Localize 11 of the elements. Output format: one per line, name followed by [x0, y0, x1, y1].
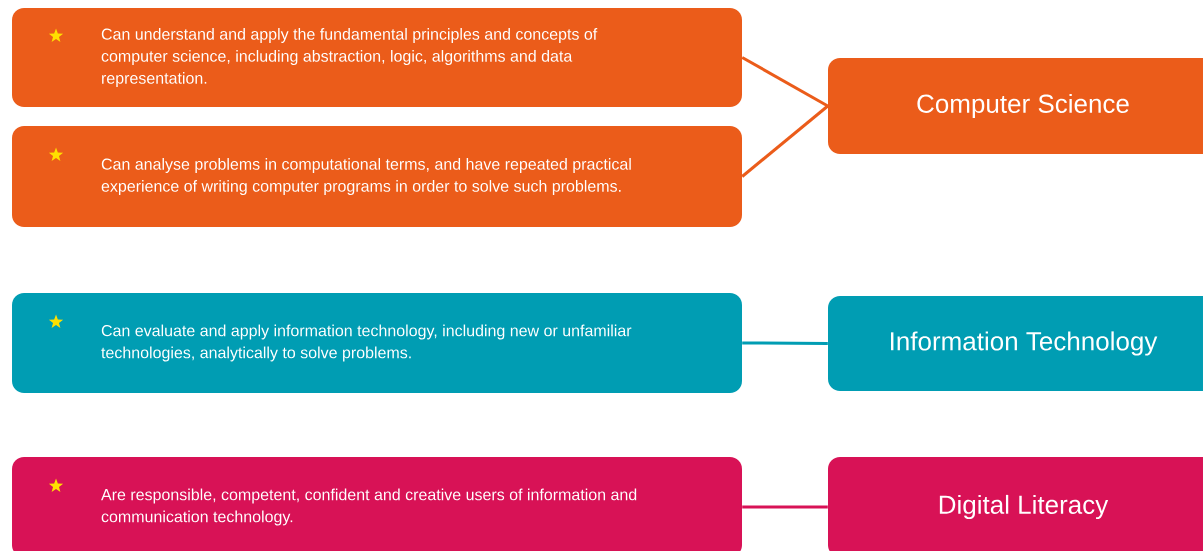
connector-line: [741, 104, 829, 178]
connector-line: [741, 56, 829, 108]
statement-box: Are responsible, competent, confident and creative users of information and communication technology.: [12, 457, 742, 551]
connector-line: [742, 341, 828, 345]
statement-box: Can evaluate and apply information technology, including new or unfamiliar technologies, analytically to solve problems.: [12, 293, 742, 393]
subject-box: Computer Science: [828, 58, 1203, 154]
statement-box: Can understand and apply the fundamental principles and concepts of computer science, including abstraction, logic, algorithms and data representation.: [12, 8, 742, 107]
subject-box: Digital Literacy: [828, 457, 1203, 551]
statement-box: Can analyse problems in computational terms, and have repeated practical experience of writing computer programs in order to solve such problems.: [12, 126, 742, 227]
subject-box: Information Technology: [828, 296, 1203, 391]
connector-line: [742, 505, 828, 509]
